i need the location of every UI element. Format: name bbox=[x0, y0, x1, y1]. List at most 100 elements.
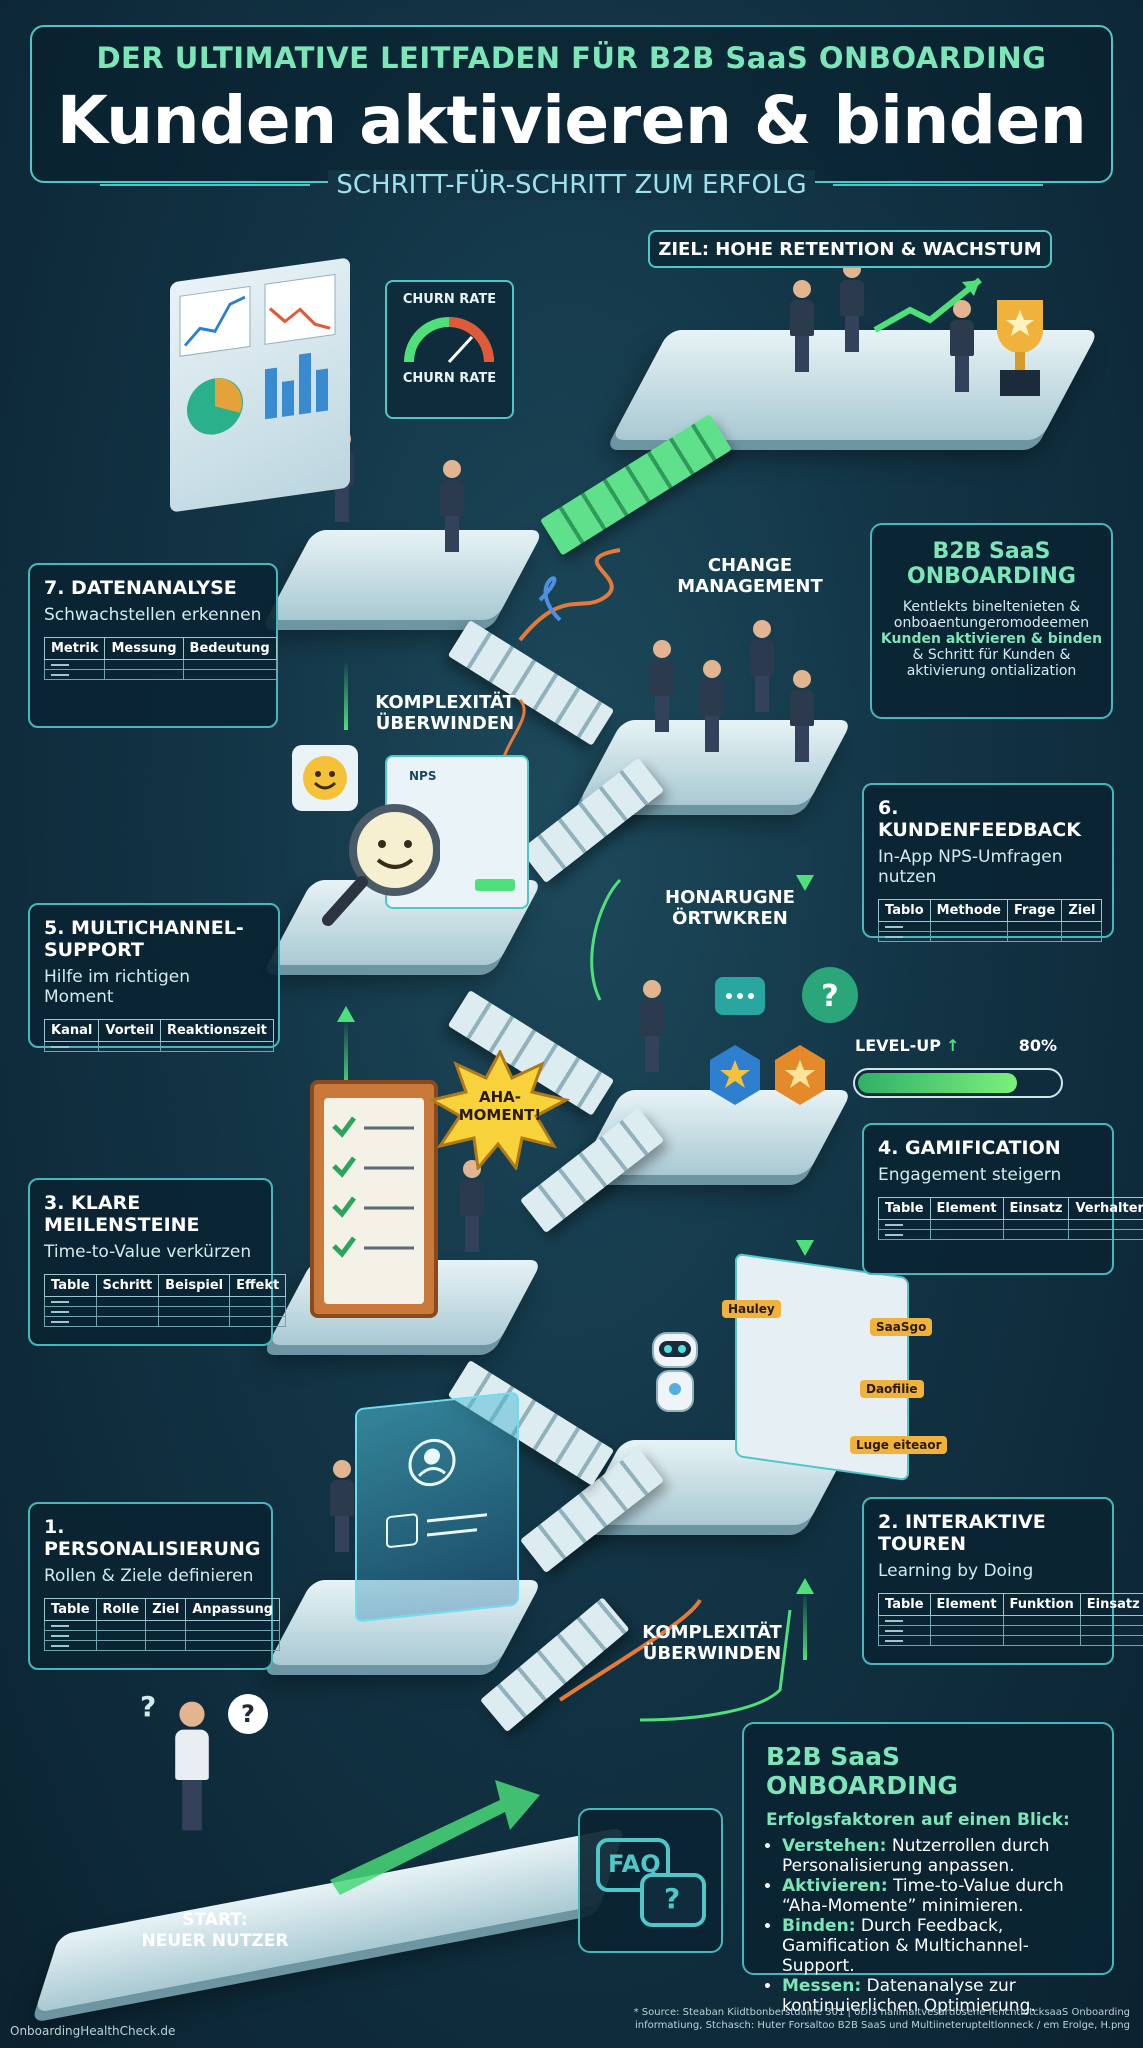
table-header: Beispiel bbox=[158, 1274, 231, 1297]
trophy-icon bbox=[985, 290, 1055, 410]
summary-item: Messen: Datenanalyse zur kontinuierliche… bbox=[782, 1976, 1090, 2016]
levelup-label: LEVEL-UP bbox=[855, 1036, 941, 1055]
person-figure bbox=[790, 280, 814, 372]
info-box-onboarding: B2B SaaS ONBOARDING Kentlekts bineltenie… bbox=[870, 523, 1113, 719]
churn-rate-label-top: CHURN RATE bbox=[402, 292, 497, 307]
table-header: Bedeutung bbox=[182, 637, 277, 660]
chart-icon bbox=[179, 273, 336, 435]
growth-arrow-icon bbox=[873, 277, 982, 333]
header-banner: DER ULTIMATIVE LEITFADEN FÜR B2B SaaS ON… bbox=[30, 25, 1113, 200]
table-header: Table bbox=[44, 1598, 97, 1621]
table-header: Element bbox=[929, 1593, 1004, 1616]
arrow-down-icon bbox=[796, 875, 814, 891]
gauge-icon bbox=[404, 317, 494, 364]
chat-question-icons: ? bbox=[715, 967, 858, 1023]
start-label: START: NEUER NUTZER bbox=[141, 1910, 289, 1951]
step-title: 3. KLARE MEILENSTEINE bbox=[44, 1192, 200, 1236]
summary-item: Aktivieren: Time-to-Value durch “Aha-Mom… bbox=[782, 1876, 1090, 1916]
levelup-progress-fill bbox=[858, 1073, 1017, 1093]
arrow-up-icon bbox=[796, 1578, 814, 1594]
komplexitaet-label-top: KOMPLEXITÄT ÜBERWINDEN bbox=[375, 692, 515, 734]
step-card-kundenfeedback: 6. KUNDENFEEDBACK In-App NPS-Umfragen nu… bbox=[862, 783, 1114, 942]
aha-moment-label: AHA- MOMENT! bbox=[458, 1088, 542, 1124]
table-header: Funktion bbox=[1002, 1593, 1081, 1616]
goal-badge: ZIEL: HOHE RETENTION & WACHSTUM bbox=[648, 230, 1052, 268]
badge-icons bbox=[710, 1045, 825, 1105]
personalization-hologram bbox=[355, 1391, 519, 1623]
info-title-line2: ONBOARDING bbox=[907, 564, 1076, 589]
table-header: Metrik bbox=[43, 637, 106, 660]
table-header: Vorteil bbox=[98, 1019, 161, 1042]
person-figure bbox=[750, 620, 774, 712]
arrow-up-icon: ↑ bbox=[946, 1036, 960, 1055]
table-header: Schritt bbox=[95, 1274, 160, 1297]
table-header: Verhalten bbox=[1068, 1197, 1143, 1220]
table-header: Frage bbox=[1006, 899, 1063, 922]
user-profile-icon bbox=[386, 1438, 487, 1548]
table-header: Einsatz bbox=[1079, 1593, 1143, 1616]
page-subtitle: SCHRITT-FÜR-SCHRITT ZUM ERFOLG bbox=[328, 170, 815, 200]
smiley-icon bbox=[303, 756, 347, 800]
step-card-gamification: 4. GAMIFICATION Engagement steigern Tabl… bbox=[862, 1123, 1143, 1275]
table-header: Table bbox=[44, 1274, 97, 1297]
levelup-row: LEVEL-UP ↑ 80% bbox=[855, 1036, 1065, 1058]
faq-question-icon: ? bbox=[664, 1882, 681, 1915]
info-line: & Schritt für Kunden & bbox=[912, 647, 1071, 663]
aha-starburst-icon bbox=[430, 1050, 570, 1170]
subtitle-row: SCHRITT-FÜR-SCHRITT ZUM ERFOLG bbox=[32, 167, 1111, 203]
progress-line-right-1 bbox=[803, 1590, 807, 1660]
step-card-datenanalyse: 7. DATENANALYSE Schwachstellen erkennen … bbox=[28, 563, 278, 728]
info-highlight: Kunden aktivieren & binden bbox=[880, 631, 1103, 647]
robot-icon bbox=[645, 1325, 705, 1435]
svg-text:?: ? bbox=[821, 979, 838, 1014]
question-mark-icon: ? bbox=[140, 1690, 157, 1723]
table-header: Tablo bbox=[878, 899, 931, 922]
step-card-meilensteine: 3. KLARE MEILENSTEINE Time-to-Value verk… bbox=[28, 1178, 287, 1346]
new-user-figure bbox=[175, 1701, 209, 1831]
table-header: Table bbox=[878, 1593, 931, 1616]
checklist-icon bbox=[332, 1116, 414, 1258]
progress-line-left-1 bbox=[344, 1020, 348, 1090]
step-subtitle: Hilfe im richtigen Moment bbox=[44, 967, 191, 1007]
arrow-up-icon bbox=[337, 1006, 355, 1022]
person-figure bbox=[460, 1160, 484, 1252]
levelup-percent: 80% bbox=[1018, 1036, 1057, 1055]
tour-tag: SaaSgo bbox=[870, 1318, 933, 1336]
footer-site: OnboardingHealthCheck.de bbox=[10, 2024, 176, 2038]
summary-item: Verstehen: Nutzerrollen durch Personalis… bbox=[782, 1836, 1090, 1876]
footer-source-line: informatiung, Stchasch: Huter Forsaltoo … bbox=[634, 2020, 1130, 2031]
change-management-label: CHANGE MANAGEMENT bbox=[677, 555, 823, 597]
person-figure bbox=[840, 260, 864, 352]
page-title: Kunden aktivieren & binden bbox=[56, 82, 1087, 159]
checklist-paper bbox=[324, 1098, 424, 1304]
summary-item: Binden: Durch Feedback, Gamification & M… bbox=[782, 1916, 1090, 1976]
person-figure bbox=[330, 1460, 354, 1552]
person-figure bbox=[650, 640, 674, 732]
table-header: Anpassung bbox=[185, 1598, 281, 1621]
step-title: 1. PERSONALISIERUNG bbox=[44, 1516, 261, 1560]
tour-tag: Daofilie bbox=[860, 1380, 924, 1398]
arrow-down-icon bbox=[796, 1240, 814, 1256]
info-line: Kentlekts bineltenieten & bbox=[902, 599, 1081, 615]
person-figure bbox=[700, 660, 724, 752]
komplexitaet-label-bottom: KOMPLEXITÄT ÜBERWINDEN bbox=[642, 1622, 782, 1664]
step-card-interaktive-touren: 2. INTERAKTIVE TOUREN Learning by Doing … bbox=[862, 1497, 1143, 1665]
table-header: Methode bbox=[929, 899, 1008, 922]
faq-box: FAQ ? bbox=[578, 1808, 723, 1953]
step-title: 7. DATENANALYSE bbox=[44, 577, 237, 599]
step-card-multichannel-support: 5. MULTICHANNEL-SUPPORT Hilfe im richtig… bbox=[28, 903, 280, 1052]
step-subtitle: Time-to-Value verkürzen bbox=[44, 1242, 252, 1262]
churn-rate-gauge: CHURN RATE CHURN RATE bbox=[385, 280, 514, 419]
step-subtitle: Rollen & Ziele definieren bbox=[44, 1566, 254, 1586]
tour-tag: Luge eiteaor bbox=[850, 1436, 948, 1454]
info-line: aktivierung ontialization bbox=[906, 663, 1077, 679]
faq-chat-icon bbox=[596, 1838, 706, 1927]
goal-label: ZIEL: HOHE RETENTION & WACHSTUM bbox=[658, 238, 1042, 260]
nps-tag: NPS bbox=[409, 769, 437, 783]
